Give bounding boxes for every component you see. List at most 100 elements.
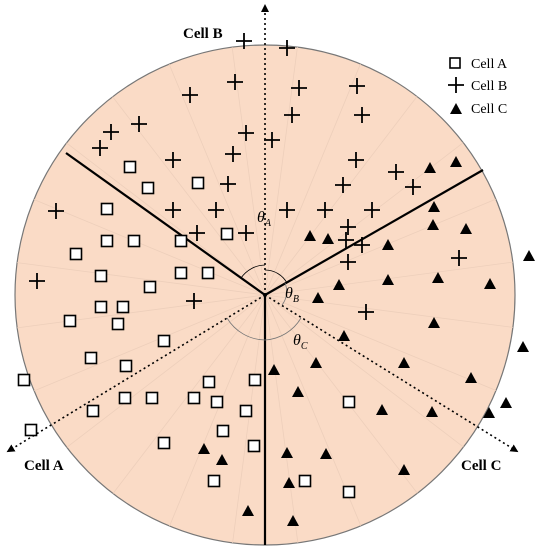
legend-marker-triangle (450, 103, 462, 114)
cell-c-user-marker (312, 292, 324, 303)
cell-b-user-marker (284, 107, 300, 123)
cell-a-user-marker (127, 234, 141, 248)
theta-c-arc (226, 317, 302, 341)
cell-a-user-marker (116, 300, 130, 314)
cell-a-user-marker (207, 474, 221, 488)
cell-b-user-marker (338, 232, 354, 248)
cell-a-user-marker (201, 266, 215, 280)
cell-a-user-marker (63, 314, 77, 328)
cell-c-user-marker (460, 223, 472, 234)
cell-a-user-marker (145, 391, 159, 405)
cell-a-user-marker (86, 404, 100, 418)
cell-c-user-marker (428, 317, 440, 328)
legend: Cell A Cell B Cell C (448, 57, 508, 117)
cell-a-user-marker (342, 485, 356, 499)
cell-b-user-marker (354, 107, 370, 123)
cell-a-user-marker (174, 234, 188, 248)
cell-b-user-marker (335, 177, 351, 193)
cell-b-user-marker (189, 225, 205, 241)
radial-ray (66, 294, 266, 448)
cell-b-user-marker (317, 202, 333, 218)
radial-ray (264, 63, 361, 296)
theta-a-label: θA (257, 209, 272, 229)
cell-c-user-marker (198, 443, 210, 454)
cell-b-user-marker (29, 273, 45, 289)
cell-a-axis-label: Cell A (24, 458, 64, 474)
cell-c-user-marker (376, 404, 388, 415)
cell-b-user-marker (182, 87, 198, 103)
cell-c-user-marker (523, 250, 535, 261)
radial-ray (169, 294, 266, 527)
cell-a-user-marker (210, 395, 224, 409)
cell-c-users (198, 156, 535, 526)
cell-c-user-marker (283, 477, 295, 488)
cell-c-user-marker (333, 279, 345, 290)
cell-b-user-marker (264, 132, 280, 148)
cell-b-user-marker (92, 140, 108, 156)
cell-a-user-marker (111, 317, 125, 331)
cell-c-user-marker (322, 233, 334, 244)
cell-c-user-marker (287, 515, 299, 526)
cell-b-user-marker (238, 225, 254, 241)
cell-b-user-marker (236, 33, 252, 49)
radial-ray (264, 294, 299, 543)
cell-c-user-marker (398, 357, 410, 368)
cell-c-user-marker (242, 505, 254, 516)
cell-b-user-marker (238, 125, 254, 141)
cell-b-axis-label: Cell B (183, 26, 223, 42)
cell-a-user-marker (94, 269, 108, 283)
cell-b-user-marker (340, 254, 356, 270)
cell-c-user-marker (428, 201, 440, 212)
cell-c-user-marker (310, 357, 322, 368)
cell-b-user-marker (165, 152, 181, 168)
cell-a-user-marker (239, 404, 253, 418)
cell-b-user-marker (103, 124, 119, 140)
cell-c-axis-label: Cell C (461, 458, 501, 474)
cell-b-user-marker (220, 176, 236, 192)
cell-b-user-marker (165, 202, 181, 218)
cell-a-user-marker (157, 334, 171, 348)
cell-b-user-marker (349, 78, 365, 94)
cell-b-user-marker (405, 179, 421, 195)
radial-ray (264, 96, 418, 296)
cell-b-user-marker (354, 237, 370, 253)
cell-b-user-marker (340, 219, 356, 235)
radial-ray (264, 294, 464, 448)
cell-b-user-marker (225, 146, 241, 162)
cell-a-user-marker (100, 234, 114, 248)
cell-a-user-marker (141, 181, 155, 195)
cell-b-user-marker (291, 80, 307, 96)
cell-a-user-marker (143, 280, 157, 294)
radial-ray (264, 294, 497, 391)
sector-boundary-bc (264, 169, 484, 296)
cell-a-user-marker (17, 373, 31, 387)
cell-a-user-marker (69, 247, 83, 261)
cell-b-user-marker (131, 116, 147, 132)
cell-a-user-marker (298, 474, 312, 488)
radial-ray (264, 198, 497, 296)
cell-a-user-marker (24, 423, 38, 437)
radial-ray (17, 294, 266, 329)
cell-a-user-marker (100, 202, 114, 216)
cell-c-user-marker (426, 406, 438, 417)
cell-a-user-marker (118, 391, 132, 405)
legend-label-cell-a: Cell A (471, 57, 508, 72)
theta-b-label: θB (285, 285, 299, 305)
cell-c-user-marker (432, 272, 444, 283)
cell-a-user-marker (247, 439, 261, 453)
cell-a-user-marker (220, 227, 234, 241)
radial-ray (112, 96, 266, 296)
radial-ray (33, 294, 266, 392)
cell-c-user-marker (268, 364, 280, 375)
legend-marker-square (449, 57, 461, 69)
cell-c-user-marker (382, 274, 394, 285)
legend-label-cell-b: Cell B (471, 79, 507, 94)
cell-a-user-marker (202, 375, 216, 389)
cell-b-user-marker (279, 202, 295, 218)
radial-ray (168, 63, 266, 296)
theta-b-arc-2 (281, 282, 288, 306)
cell-a-user-marker (157, 436, 171, 450)
cell-a-user-marker (216, 424, 230, 438)
cell-c-user-marker (465, 372, 477, 383)
